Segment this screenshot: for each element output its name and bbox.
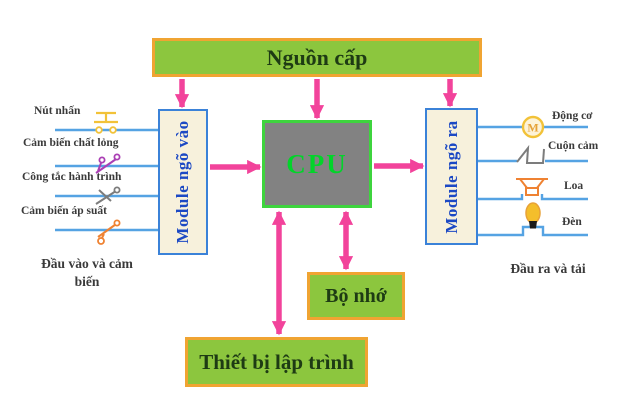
motor-icon: M (521, 115, 545, 139)
outputs-caption: Đầu ra và tải (510, 261, 586, 276)
limit-switch-icon (95, 186, 121, 205)
inputs-caption-line1: Đầu vào và cảm (41, 256, 133, 271)
power-supply-box: Nguồn cấp (152, 38, 482, 77)
output-module-box: Module ngõ ra (425, 108, 478, 245)
speaker-icon (516, 178, 548, 196)
motor-letter: M (527, 121, 538, 135)
liquid-sensor-switch-icon (95, 153, 121, 174)
programmer-box: Thiết bị lập trình (185, 337, 368, 387)
inputs-caption: Đầu vào và cảm biến (22, 255, 152, 290)
inductor-icon (516, 144, 545, 164)
input-module-box: Module ngõ vào (158, 109, 208, 255)
input-label-pressure-sensor: Cảm biến áp suất (21, 205, 107, 217)
lamp-icon (525, 202, 541, 229)
inputs-caption-line2: biến (74, 273, 100, 289)
memory-box: Bộ nhớ (307, 272, 405, 320)
input-label-liquid-sensor: Cảm biến chất lỏng (23, 137, 119, 149)
output-label-lamp: Đèn (562, 216, 582, 228)
output-label-coil: Cuộn cảm (548, 140, 599, 152)
input-module-label: Module ngõ vào (173, 120, 192, 244)
cpu-box: CPU (262, 120, 372, 208)
input-label-limit-switch: Công tắc hành trình (22, 171, 122, 183)
output-label-speaker: Loa (564, 180, 584, 192)
input-label-push-button: Nút nhấn (34, 105, 81, 117)
power-supply-label: Nguồn cấp (266, 44, 368, 70)
cpu-label: CPU (286, 148, 348, 179)
pressure-switch-icon (97, 219, 121, 245)
output-label-motor: Động cơ (552, 110, 593, 122)
output-wire-speaker (478, 194, 588, 201)
programmer-label: Thiết bị lập trình (199, 349, 354, 374)
push-button-icon (94, 111, 118, 134)
output-module-label: Module ngõ ra (441, 119, 461, 234)
memory-label: Bộ nhớ (325, 284, 387, 307)
